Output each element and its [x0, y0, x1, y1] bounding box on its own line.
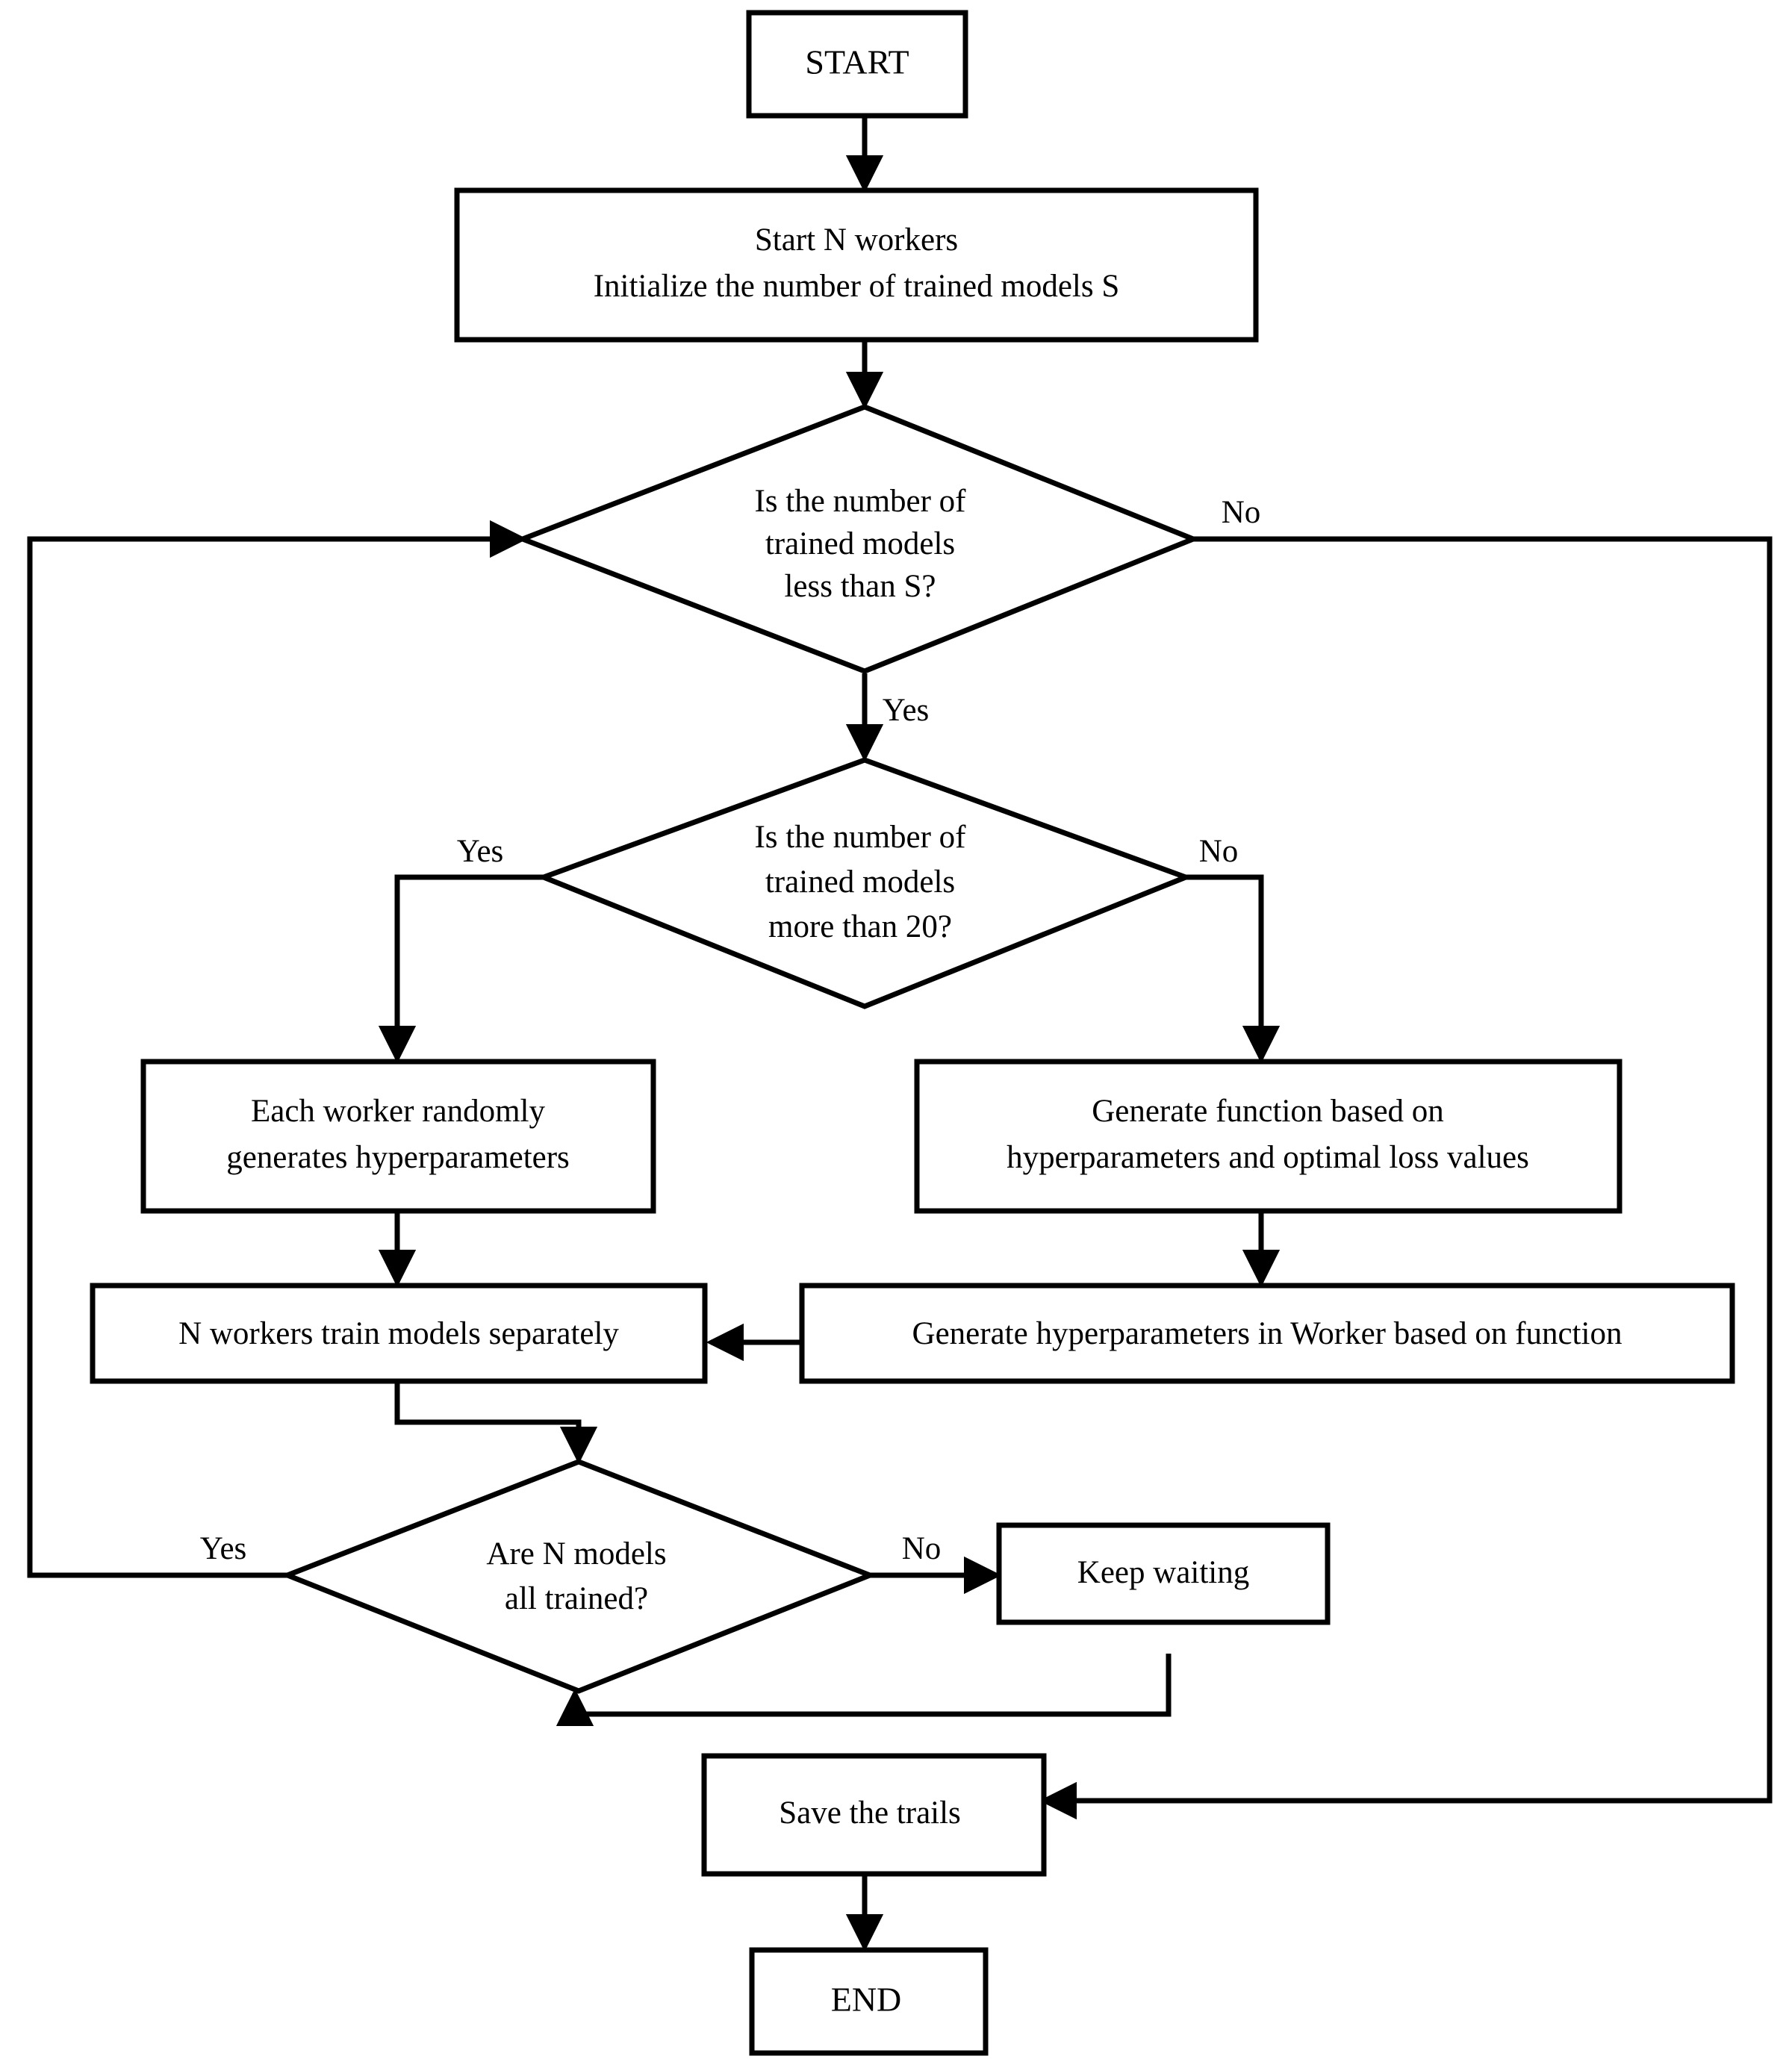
init-label-line1: Start N workers — [755, 222, 958, 258]
edge-train-to-decision3 — [394, 1381, 598, 1465]
edge-decision1-no-to-save — [1039, 536, 1773, 1820]
edge-decision2-no-to-gen-function — [1186, 874, 1281, 1064]
end-box[interactable] — [749, 1947, 989, 2056]
edge-labels: No Yes Yes No Yes No — [200, 495, 1261, 1566]
gen-function-label-line2: hyperparameters and optimal loss values — [1007, 1140, 1529, 1175]
gen-function-box[interactable] — [914, 1059, 1623, 1214]
node-end[interactable]: END — [749, 1947, 989, 2056]
node-gen-hp[interactable]: Generate hyperparameters in Worker based… — [799, 1283, 1735, 1384]
keep-waiting-box[interactable] — [996, 1522, 1331, 1625]
start-label: START — [805, 43, 909, 81]
node-random-hp[interactable]: Each worker randomly generates hyperpara… — [140, 1059, 656, 1214]
node-gen-function[interactable]: Generate function based on hyperparamete… — [914, 1059, 1623, 1214]
edge-decision3-yes-to-decision1 — [27, 520, 528, 1578]
node-save[interactable]: Save the trails — [701, 1753, 1047, 1877]
edge-label-decision2-no: No — [1199, 834, 1239, 869]
decision2-label-line1: Is the number of — [754, 820, 966, 855]
start-box[interactable] — [746, 10, 968, 119]
node-train[interactable]: N workers train models separately — [90, 1283, 708, 1384]
edge-decision2-yes-to-random-hp — [378, 874, 544, 1064]
save-label: Save the trails — [779, 1795, 961, 1831]
gen-hp-label: Generate hyperparameters in Worker based… — [912, 1316, 1623, 1351]
decision3-label-line1: Are N models — [486, 1536, 666, 1571]
decision1-diamond[interactable] — [515, 404, 1201, 674]
decision2-label-line2: trained models — [765, 865, 955, 900]
node-start[interactable]: START — [746, 10, 968, 119]
edge-label-decision1-yes: Yes — [883, 693, 930, 728]
edge-label-decision3-no: No — [902, 1531, 942, 1566]
decision1-label-line1: Is the number of — [754, 484, 966, 519]
node-keep-waiting[interactable]: Keep waiting — [996, 1522, 1331, 1625]
train-box[interactable] — [90, 1283, 708, 1384]
gen-hp-box[interactable] — [799, 1283, 1735, 1384]
connectors — [27, 116, 1773, 1952]
init-label-line2: Initialize the number of trained models … — [594, 269, 1120, 304]
end-label: END — [831, 1981, 902, 2019]
decision2-diamond[interactable] — [536, 757, 1193, 1009]
init-box[interactable] — [454, 187, 1259, 343]
edge-label-decision2-yes: Yes — [457, 834, 504, 869]
edge-label-decision3-yes: Yes — [200, 1531, 247, 1566]
node-decision2[interactable]: Is the number of trained models more tha… — [536, 757, 1193, 1009]
decision2-label-line3: more than 20? — [768, 909, 952, 944]
keep-waiting-label: Keep waiting — [1077, 1555, 1249, 1590]
node-decision3[interactable]: Are N models all trained? — [280, 1459, 877, 1694]
random-hp-label-line1: Each worker randomly — [251, 1094, 546, 1129]
decision1-label-line2: trained models — [765, 526, 955, 561]
edge-label-decision1-no: No — [1222, 495, 1261, 530]
decision3-label-line2: all trained? — [505, 1581, 648, 1616]
random-hp-label-line2: generates hyperparameters — [226, 1140, 570, 1175]
edge-keep-waiting-to-decision3 — [556, 1654, 1172, 1727]
decision1-label-line3: less than S? — [784, 569, 936, 604]
save-box[interactable] — [701, 1753, 1047, 1877]
gen-function-label-line1: Generate function based on — [1092, 1094, 1444, 1129]
random-hp-box[interactable] — [140, 1059, 656, 1214]
node-decision1[interactable]: Is the number of trained models less tha… — [515, 404, 1201, 674]
decision3-diamond[interactable] — [280, 1459, 877, 1694]
train-label: N workers train models separately — [178, 1316, 619, 1351]
node-init[interactable]: Start N workers Initialize the number of… — [454, 187, 1259, 343]
